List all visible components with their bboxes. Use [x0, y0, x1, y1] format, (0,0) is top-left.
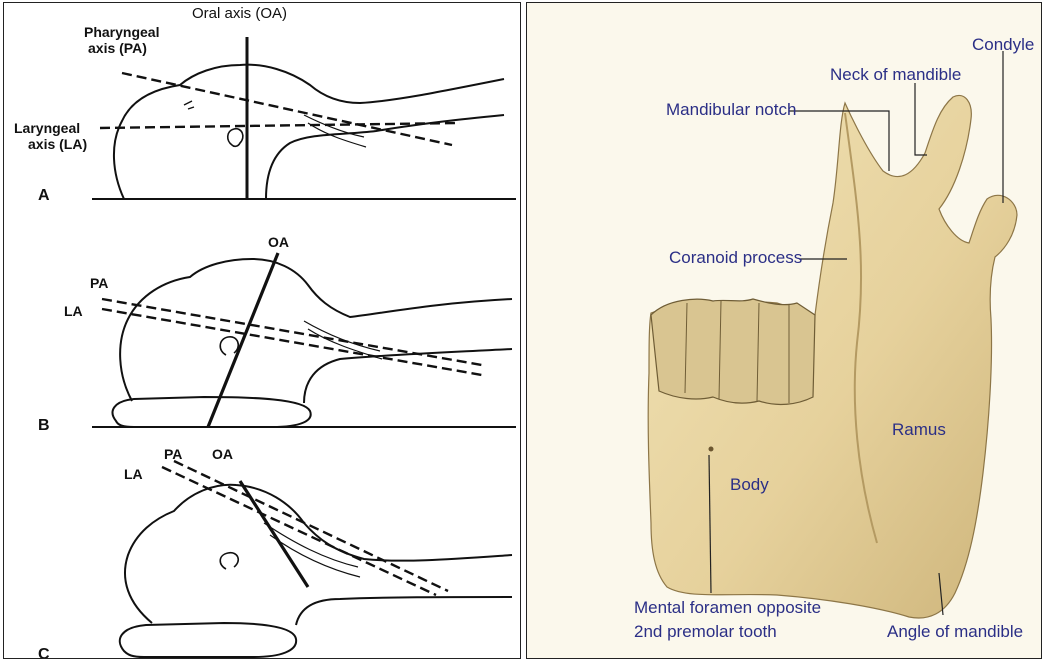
- teeth-row: [651, 299, 815, 404]
- panel-a-drawing: [92, 37, 516, 199]
- mental-foramen-label-line1: Mental foramen opposite: [634, 598, 821, 617]
- ramus-label: Ramus: [892, 420, 946, 439]
- coronoid-process-label: Coranoid process: [669, 248, 802, 267]
- panel-c-letter: C: [38, 646, 50, 659]
- panel-a-eye: [184, 101, 194, 109]
- panel-b-laryngeal-axis: [102, 309, 482, 375]
- panel-a-la-label-line2: axis (LA): [28, 136, 87, 152]
- panel-c-laryngeal-axis: [174, 461, 448, 591]
- panel-a-pa-label-line1: Pharyngeal: [84, 24, 159, 40]
- panel-b-head-outline: [120, 259, 512, 401]
- panel-b-la-label: LA: [64, 303, 83, 319]
- mental-foramen-label-line2: 2nd premolar tooth: [634, 622, 777, 641]
- mental-foramen-dot: [709, 447, 714, 452]
- condyle-label: Condyle: [972, 35, 1034, 54]
- neck-of-mandible-label: Neck of mandible: [830, 65, 961, 84]
- panel-b-pillow: [113, 397, 311, 427]
- panel-c-pa-label: PA: [164, 446, 182, 462]
- panel-b-ear: [220, 337, 238, 355]
- panel-a-la-label-line1: Laryngeal: [14, 120, 80, 136]
- panel-a-oa-label: Oral axis (OA): [192, 5, 287, 22]
- panel-c-ear: [220, 553, 238, 569]
- panel-b-letter: B: [38, 417, 50, 434]
- panel-c-neck-outline: [296, 597, 512, 625]
- neck-leader: [915, 83, 927, 155]
- panel-b-oa-label: OA: [268, 234, 289, 250]
- panel-a-ear: [228, 129, 243, 147]
- panel-c-la-label: LA: [124, 466, 143, 482]
- airway-axes-figure: Oral axis (OA) Pharyngeal axis (PA) Lary…: [3, 2, 521, 659]
- panel-a-pa-label-line2: axis (PA): [88, 40, 147, 56]
- mandibular-notch-label: Mandibular notch: [666, 100, 796, 119]
- angle-of-mandible-label: Angle of mandible: [887, 622, 1023, 641]
- airway-axes-drawing: Oral axis (OA) Pharyngeal axis (PA) Lary…: [4, 3, 521, 659]
- mandible-drawing: Condyle Neck of mandible Mandibular notc…: [527, 3, 1042, 659]
- panel-b-pharyngeal-axis: [102, 299, 482, 365]
- panel-a-letter: A: [38, 187, 50, 204]
- panel-c-drawing: [92, 461, 516, 659]
- panel-c-oa-label: OA: [212, 446, 233, 462]
- panel-a-pharyngeal-axis: [122, 73, 452, 145]
- panel-b-pa-label: PA: [90, 275, 108, 291]
- panel-c-pillow: [120, 623, 296, 657]
- panel-a-neck-outline: [266, 115, 504, 199]
- panel-b-drawing: [92, 253, 516, 427]
- mandible-figure: Condyle Neck of mandible Mandibular notc…: [526, 2, 1042, 659]
- body-label: Body: [730, 475, 769, 494]
- panel-b-oral-axis: [208, 253, 278, 427]
